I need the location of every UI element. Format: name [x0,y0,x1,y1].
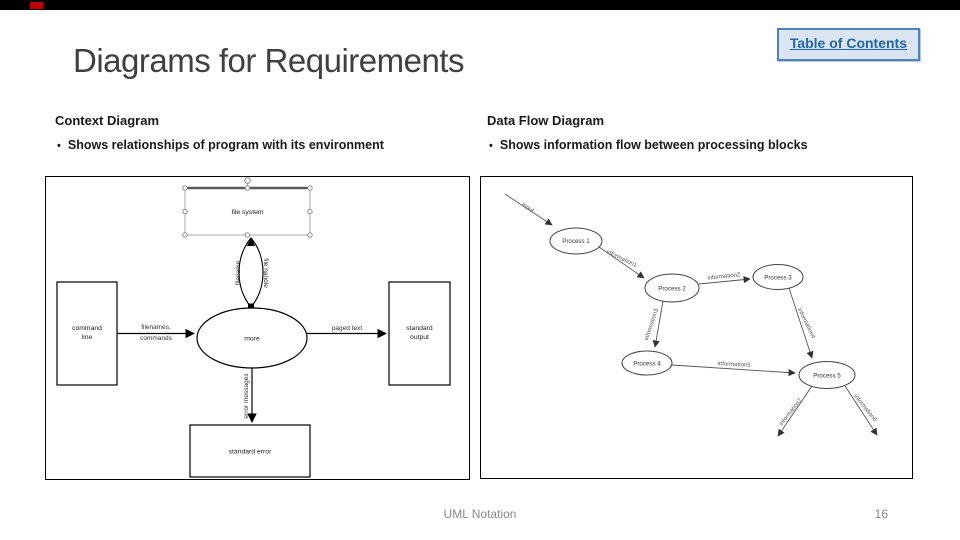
file-system-node: file system [182,177,313,238]
footer-text: UML Notation [443,507,517,521]
process-node: more [196,307,308,369]
process-5-node: Process 5 [798,361,856,389]
command-line-node: command line [56,281,118,386]
information3-edge-label: information3 [644,307,660,341]
data-flow-diagram-panel: input information1 information2 informat… [480,176,913,479]
process-1-label: Process 1 [562,238,590,245]
process-1-node: Process 1 [549,227,603,255]
table-of-contents-button[interactable]: Table of Contents [776,28,920,61]
information5-edge-label: information5 [717,361,751,369]
standard-output-label-1: standard [406,325,433,332]
table-of-contents-label: Table of Contents [789,35,907,51]
information1-edge [598,246,645,279]
standard-error-label: standard error [229,449,272,456]
top-bar [0,0,960,10]
input-edge [504,193,553,226]
information4-edge-label: information4 [796,307,816,340]
context-diagram-heading: Context Diagram [55,113,160,128]
information6-edge-label: information6 [852,394,878,424]
paged-text-edge-label: paged text [332,325,363,332]
process-label: more [244,336,260,343]
filename-file-handle-edges [238,237,264,310]
information7-edge [777,385,813,437]
process-4-label: Process 4 [633,361,661,368]
filename-edge-label: filename [235,260,242,285]
information6-edge [844,385,878,436]
filenames-edge-label-1: filenames, [141,324,171,331]
error-messages-edge-label: error messages [243,373,250,419]
process-5-label: Process 5 [813,373,841,380]
context-diagram-panel: file system filename file handle more co… [45,176,470,480]
data-flow-diagram-heading: Data Flow Diagram [487,113,605,128]
standard-output-node: standard output [388,281,451,386]
process-3-label: Process 3 [764,275,792,282]
process-2-label: Process 2 [658,286,686,293]
information5-edge [671,364,796,377]
process-3-node: Process 3 [752,264,804,290]
information7-edge-label: information7 [779,397,804,427]
process-4-node: Process 4 [621,350,673,376]
process-2-node: Process 2 [644,273,700,303]
rotation-handle-icon[interactable] [244,177,251,184]
red-accent-mark [30,2,43,9]
bullet-icon: • [57,140,61,152]
selection-handle[interactable] [182,185,313,238]
data-flow-diagram-canvas: input information1 information2 informat… [504,193,878,437]
standard-error-node: standard error [189,424,311,478]
page-title: Diagrams for Requirements [73,42,464,79]
information1-edge-label: information1 [605,249,638,269]
filenames-edge-label-2: commands [140,335,173,342]
context-diagram-canvas: file system filename file handle more co… [56,177,451,478]
information2-edge-label: information2 [707,272,741,281]
bullet-icon: • [489,140,493,152]
information4-edge [788,287,814,359]
data-flow-diagram-bullet-text: Shows information flow between processin… [499,138,808,152]
dfd-edges [504,193,878,437]
command-line-label-2: line [82,334,93,341]
standard-output-label-2: output [410,334,429,341]
context-diagram-bullet-text: Shows relationships of program with its … [67,138,384,152]
page-number: 16 [874,507,888,521]
file-system-label: file system [231,209,263,216]
file-handle-edge-label: file handle [262,258,269,288]
data-flow-diagram-bullet: • Shows information flow between processi… [489,138,808,152]
context-diagram-bullet: • Shows relationships of program with its… [57,138,384,152]
information3-edge [652,300,664,348]
information2-edge [698,276,751,285]
command-line-label-1: command [72,325,102,332]
